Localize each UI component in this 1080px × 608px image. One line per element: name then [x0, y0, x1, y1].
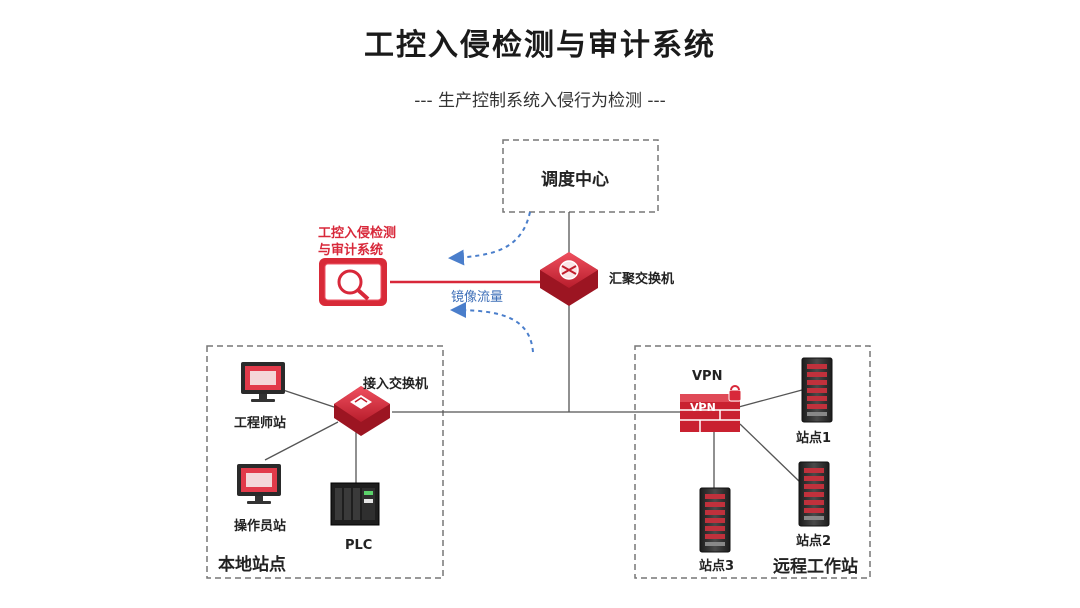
ids-label-line2: 与审计系统 [318, 243, 384, 258]
remote-site-title: 远程工作站 [773, 557, 858, 577]
operator-station-icon [237, 464, 281, 504]
station1-rack-icon [801, 357, 833, 423]
link-engineer-switch [282, 389, 338, 409]
vpn-gateway-icon [680, 385, 742, 432]
station1-label: 站点1 [796, 431, 832, 446]
dispatch-center-box [502, 139, 659, 213]
ids-appliance-icon [319, 258, 387, 306]
plc-icon [330, 482, 380, 526]
engineer-station-icon [241, 362, 285, 402]
mirror-arrow-lower [450, 302, 534, 353]
operator-station-label: 操作员站 [234, 519, 287, 534]
local-site-title: 本地站点 [218, 555, 286, 575]
plc-label: PLC [345, 538, 373, 553]
vpn-badge: VPN [690, 401, 716, 414]
engineer-station-label: 工程师站 [234, 416, 287, 431]
station3-rack-icon [699, 487, 731, 553]
core-switch-icon [540, 252, 598, 306]
station2-label: 站点2 [796, 534, 832, 549]
station2-rack-icon [798, 461, 830, 527]
link-vpn-station1 [734, 389, 803, 409]
remote-site-box [634, 345, 871, 579]
mirror-arrow-upper [448, 211, 531, 266]
page-subtitle: --- 生产控制系统入侵行为检测 --- [414, 91, 666, 111]
station3-label: 站点3 [699, 559, 735, 574]
access-switch-label: 接入交换机 [363, 377, 429, 392]
page-title: 工控入侵检测与审计系统 [364, 28, 716, 63]
vpn-label: VPN [692, 369, 723, 384]
core-switch-label: 汇聚交换机 [609, 272, 675, 287]
ids-label-line1: 工控入侵检测 [318, 226, 397, 241]
mirror-traffic-label: 镜像流量 [451, 290, 504, 305]
local-site-box [206, 345, 444, 579]
dispatch-center-label: 调度中心 [541, 170, 609, 190]
access-switch-icon [334, 386, 390, 436]
link-operator-switch [264, 421, 339, 461]
link-vpn-station2 [739, 423, 803, 485]
